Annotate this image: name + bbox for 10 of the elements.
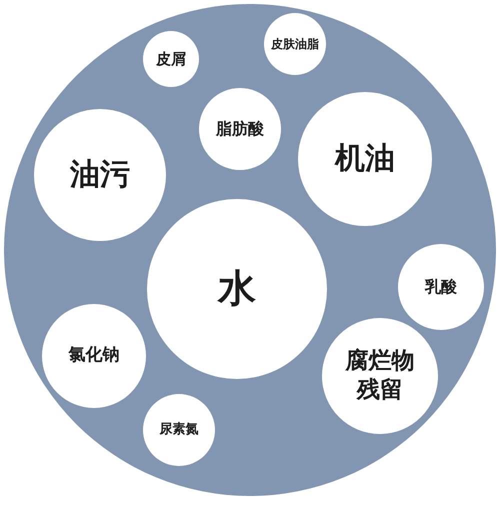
node-label: 皮肤油脂 xyxy=(271,36,319,52)
node-label: 机油 xyxy=(335,140,395,178)
node-label: 氯化钠 xyxy=(68,345,120,367)
node-label: 水 xyxy=(218,265,256,312)
node-label: 腐烂物残留 xyxy=(344,347,416,405)
node-label: 油污 xyxy=(70,156,130,194)
node-label: 尿素氮 xyxy=(160,422,198,438)
node-label: 皮屑 xyxy=(156,50,186,68)
node-label: 脂肪酸 xyxy=(216,119,264,139)
node-label: 乳酸 xyxy=(425,277,457,297)
